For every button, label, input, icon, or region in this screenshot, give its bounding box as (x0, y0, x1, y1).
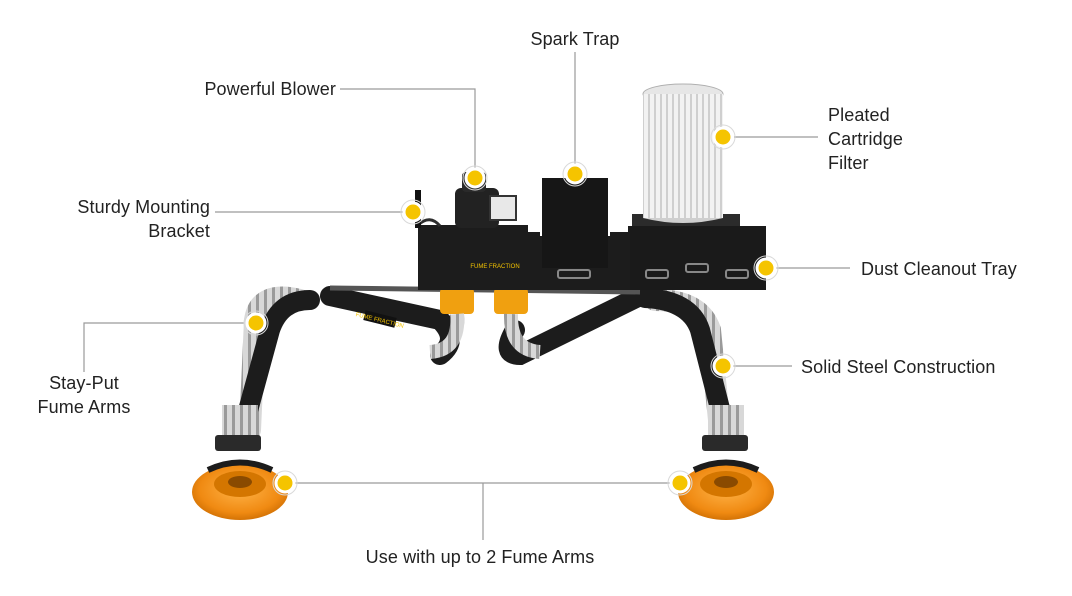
leader-lines (83, 52, 850, 540)
callout-dot-bracket (402, 201, 424, 223)
pleated-cartridge-filter (642, 83, 724, 223)
label-bracket-line1: Sturdy Mounting (77, 197, 210, 217)
extractor-body: FUME FRACTION (415, 172, 766, 290)
right-fume-arm (498, 286, 774, 520)
callout-markers (245, 126, 777, 494)
label-filter-line1: Pleated (828, 105, 890, 125)
callout-dot-arm-right (669, 472, 691, 494)
callout-dot-arm-left (274, 472, 296, 494)
callout-dot-dust-tray (755, 257, 777, 279)
callout-dot-filter (712, 126, 734, 148)
label-filter-line2: Cartridge (828, 129, 903, 149)
label-dust-tray: Dust Cleanout Tray (861, 259, 1017, 279)
fan-collars (429, 288, 541, 359)
label-filter-line3: Filter (828, 153, 869, 173)
label-stay-put-line2: Fume Arms (37, 397, 131, 417)
label-steel: Solid Steel Construction (801, 357, 996, 377)
callout-dot-stay-put (245, 312, 267, 334)
callout-dot-steel (712, 355, 734, 377)
left-fume-arm: FUME FRACTION (192, 286, 460, 520)
label-bracket-line2: Bracket (148, 221, 210, 241)
body-logo: FUME FRACTION (470, 264, 519, 270)
label-stay-put-line1: Stay-Put (49, 373, 119, 393)
label-powerful-blower: Powerful Blower (204, 79, 336, 99)
callout-dot-blower (464, 167, 486, 189)
label-spark-trap: Spark Trap (530, 29, 620, 49)
label-fume-arms: Use with up to 2 Fume Arms (365, 547, 595, 567)
callout-dot-spark-trap (564, 163, 586, 185)
